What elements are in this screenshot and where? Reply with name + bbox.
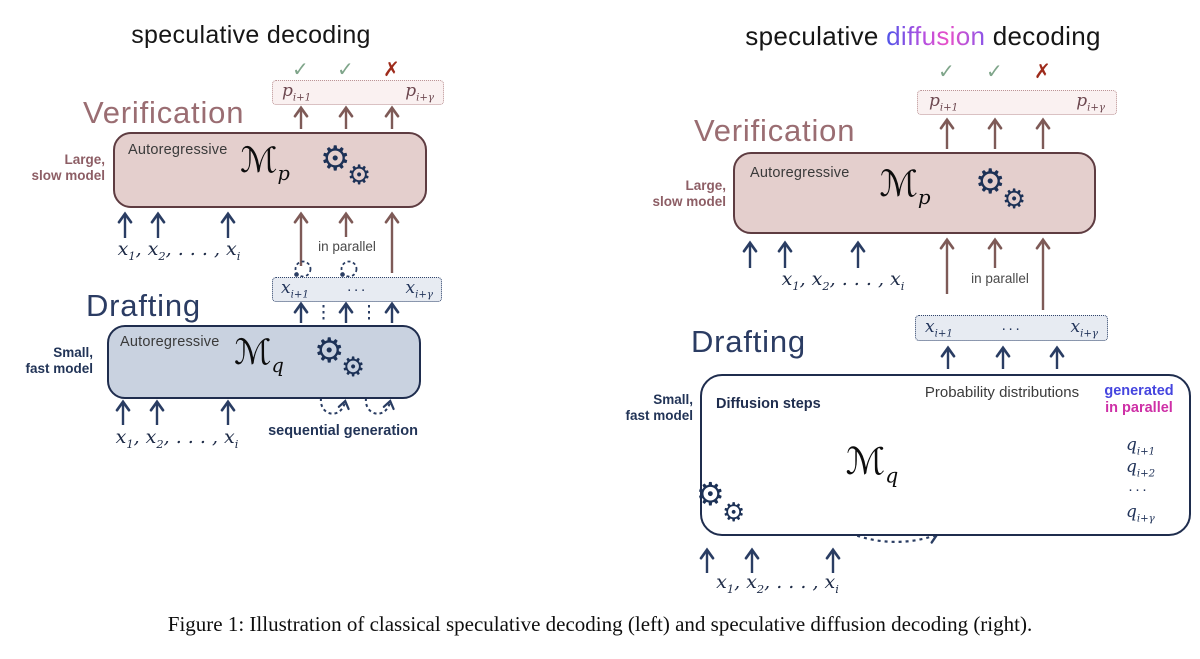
diffusion-steps-label: Diffusion steps	[716, 396, 821, 412]
mode-label: Autoregressive	[120, 334, 220, 350]
drafting-heading: Drafting	[86, 288, 201, 323]
input-sequence: x1, x2, . . . , xi	[115, 426, 239, 451]
p-token: pi+1	[282, 81, 312, 104]
x-token: xi+γ	[405, 278, 433, 301]
mode-label: Autoregressive	[750, 165, 850, 181]
title-pre: speculative	[745, 21, 887, 51]
large-model-label: Large,slow model	[652, 178, 726, 210]
p-token: pi+γ	[1076, 91, 1105, 114]
drafting-heading: Drafting	[691, 324, 806, 359]
model-name: ℳp	[240, 141, 290, 185]
title-post: decoding	[985, 21, 1101, 51]
p-token: pi+1	[929, 91, 959, 114]
large-model-box: Autoregressive ℳp ⚙ ⚙	[733, 152, 1096, 234]
gear-icon: ⚙	[975, 162, 1006, 202]
probability-distributions-label: Probability distributions	[924, 384, 1080, 401]
generated-in-parallel-label: in parallel	[1105, 400, 1173, 416]
verification-heading: Verification	[83, 95, 245, 130]
figure-caption: Figure 1: Illustration of classical spec…	[167, 612, 1033, 636]
q-distribution-label: qi+2	[1126, 457, 1156, 480]
left-panel-title: speculative decoding	[131, 21, 371, 49]
model-name: ℳq	[234, 333, 284, 377]
small-model-label: Small,fast model	[25, 345, 93, 377]
gear-icon: ⚙	[1002, 184, 1027, 215]
verification-arrows-group	[293, 105, 1051, 310]
accept-check-icon: ✓	[337, 57, 354, 81]
x-token: xi+1	[281, 278, 309, 301]
verification-heading: Verification	[694, 113, 856, 148]
diffusion-draft-box: Diffusion steps Probability distribution…	[696, 374, 1191, 536]
accept-check-icon: ✓	[292, 57, 309, 81]
dashed-separators	[322, 305, 370, 322]
p-token: pi+γ	[405, 81, 434, 104]
reject-cross-icon: ✗	[1034, 59, 1051, 83]
small-model-label: Small,fast model	[625, 392, 693, 424]
x-token: xi+1	[925, 316, 953, 340]
large-model-box: Autoregressive ℳp ⚙ ⚙	[113, 132, 427, 208]
model-name: ℳp	[879, 164, 931, 210]
input-sequence: x1, x2, . . . , xi	[117, 238, 241, 263]
gear-icon: ⚙	[320, 139, 351, 179]
gear-icon: ⚙	[696, 475, 725, 513]
accept-check-icon: ✓	[986, 59, 1003, 83]
sequential-generation-label: sequential generation	[268, 423, 418, 439]
accept-check-icon: ✓	[938, 59, 955, 83]
title-diffusion-word: diffusion	[886, 21, 986, 51]
reject-cross-icon: ✗	[383, 57, 400, 81]
gear-icon: ⚙	[347, 160, 372, 191]
q-distribution-label: qi+γ	[1126, 502, 1155, 525]
small-model-box: Autoregressive ℳq ⚙ ⚙	[107, 325, 421, 399]
q-distribution-label: qi+1	[1126, 435, 1156, 458]
sequential-loop-arrows	[319, 397, 395, 415]
input-sequence: x1, x2, . . . , xi	[716, 571, 839, 596]
in-parallel-label: in parallel	[971, 271, 1029, 286]
mode-label: Autoregressive	[128, 142, 228, 158]
gear-icon: ⚙	[722, 498, 746, 528]
draft-tokens-box: xi+1 ··· xi+γ	[915, 315, 1108, 341]
ellipsis: ···	[1128, 481, 1149, 498]
generated-label: generated	[1104, 383, 1174, 399]
verified-tokens-box: pi+1 pi+γ	[917, 90, 1117, 115]
verified-tokens-box: pi+1 pi+γ	[272, 80, 444, 105]
x-token: xi+γ	[1070, 316, 1098, 340]
ellipsis: ···	[1001, 319, 1023, 337]
gear-icon: ⚙	[314, 331, 345, 371]
ellipsis: ···	[346, 281, 368, 298]
right-panel-title: speculative diffusion decoding	[700, 21, 1146, 52]
draft-tokens-box: xi+1 ··· xi+γ	[272, 277, 442, 302]
in-parallel-label: in parallel	[318, 239, 376, 254]
model-name: ℳq	[845, 440, 899, 488]
autoregressive-loop-icons	[294, 260, 358, 278]
large-model-label: Large,slow model	[31, 152, 105, 184]
input-sequence: x1, x2, . . . , xi	[781, 268, 905, 293]
gear-icon: ⚙	[341, 352, 366, 383]
